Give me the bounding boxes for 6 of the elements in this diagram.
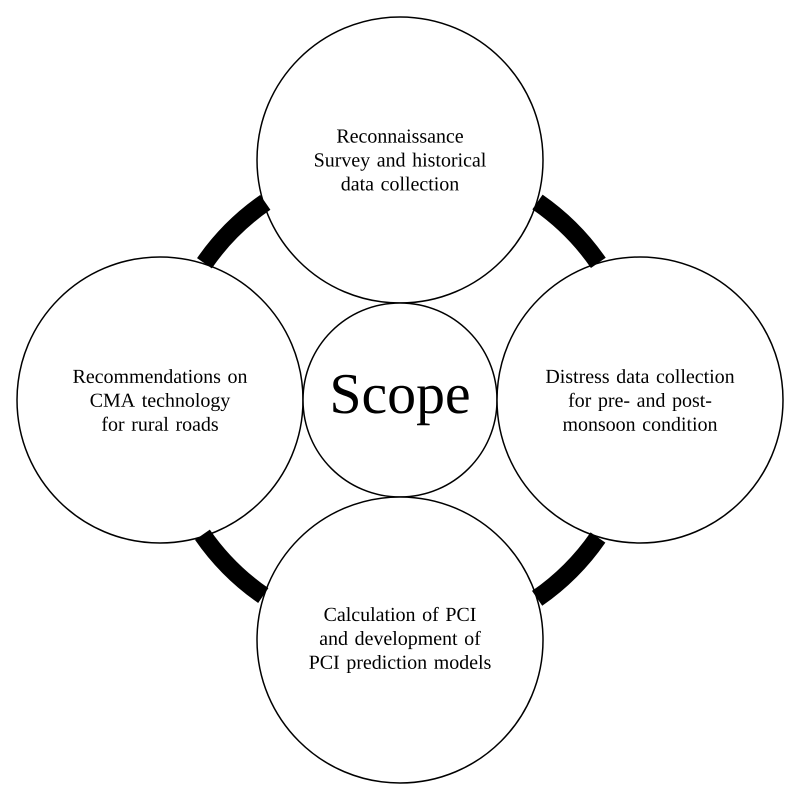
ring-segment [532,194,606,268]
ring-segment [195,529,269,603]
ring-segment [532,532,606,606]
node-label: Distress data collection for pre- and post-monsoon condition [546,369,734,431]
node-label: Calculation of PCI and development of PCI prediction models [309,606,491,674]
ring-segment [197,195,271,268]
